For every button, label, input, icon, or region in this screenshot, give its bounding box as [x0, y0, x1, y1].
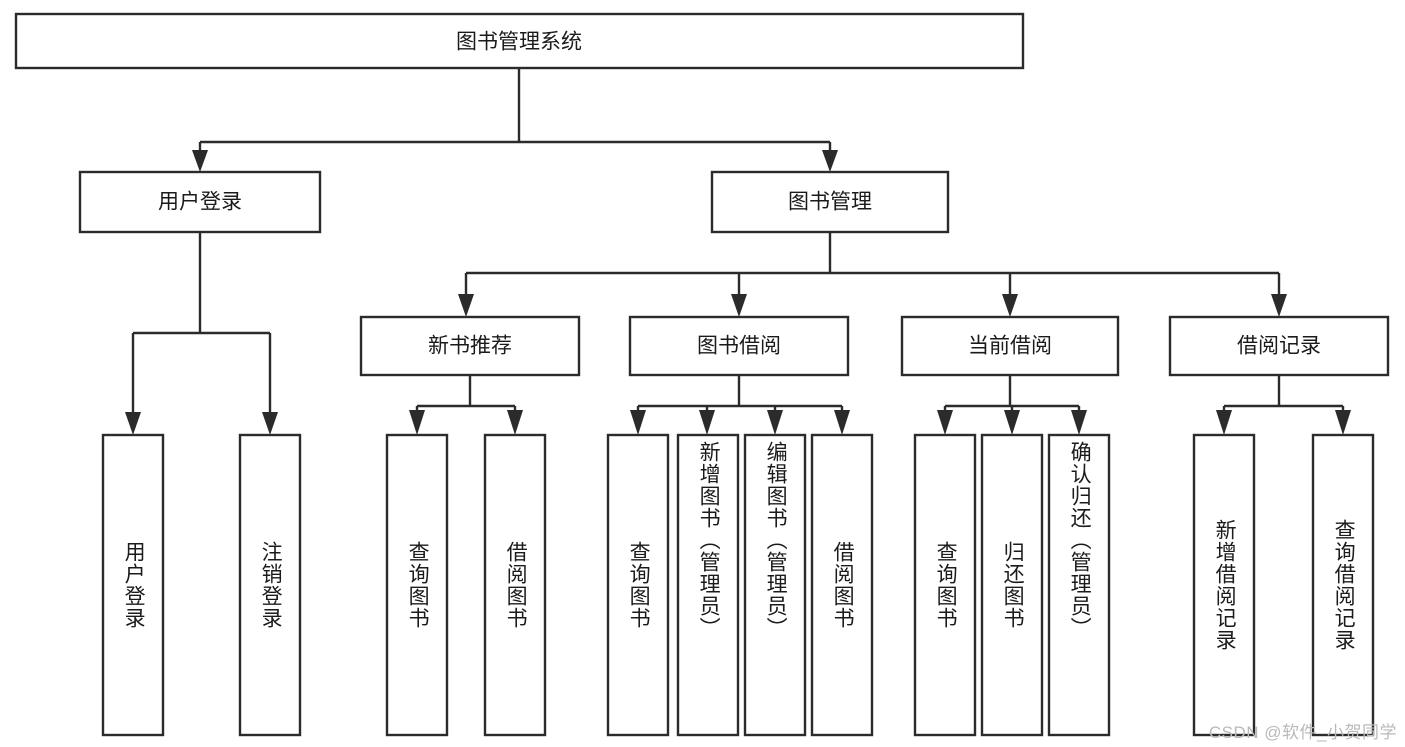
arrow-head-icon: [1004, 410, 1020, 435]
arrow-head-icon: [1071, 410, 1087, 435]
arrow-head-icon: [731, 294, 747, 317]
node-borrow-record[interactable]: 借阅记录: [1168, 315, 1390, 377]
csdn-watermark: CSDN @软件_小贺同学: [1208, 723, 1397, 742]
node-new-book-recommend-label: 新书推荐: [428, 335, 512, 358]
connector-group-book-borrow-to-leaves: [630, 375, 850, 435]
node-root-box[interactable]: [14, 12, 1025, 70]
arrow-head-icon: [125, 412, 141, 435]
leaf-box-add-book-admin[interactable]: [676, 433, 740, 737]
arrow-head-icon: [937, 410, 953, 435]
arrow-head-icon: [834, 410, 850, 435]
arrow-head-icon: [507, 410, 523, 435]
arrow-head-icon: [767, 410, 783, 435]
leaf-box-add-borrow-record[interactable]: [1192, 433, 1256, 737]
node-borrow-record-label: 借阅记录: [1237, 335, 1321, 358]
connector-group-book-manage-to-level3: [458, 232, 1287, 317]
node-book-borrow[interactable]: 图书借阅: [628, 315, 850, 377]
node-borrow-record-box[interactable]: [1168, 315, 1390, 377]
node-root[interactable]: 图书管理系统: [14, 12, 1025, 70]
leaf-box-borrow-book-1[interactable]: [483, 433, 547, 737]
node-book-management-label: 图书管理: [788, 191, 872, 214]
arrow-head-icon: [1002, 294, 1018, 317]
connector-group-user-login-to-leaves: [125, 232, 278, 435]
arrow-head-icon: [1271, 294, 1287, 317]
leaf-box-query-book-1[interactable]: [385, 433, 449, 737]
leaf-box-query-book-3[interactable]: [913, 433, 977, 737]
leaf-box-edit-book-admin[interactable]: [743, 433, 807, 737]
leaf-box-confirm-return-admin[interactable]: [1047, 433, 1111, 737]
leaf-box-query-borrow-record[interactable]: [1311, 433, 1375, 737]
leaf-box-query-book-2[interactable]: [606, 433, 670, 737]
leaf-box-logout-login[interactable]: [238, 433, 302, 737]
node-user-login[interactable]: 用户登录: [78, 170, 322, 234]
arrow-head-icon: [409, 410, 425, 435]
connector-group-current-borrow-to-leaves: [937, 375, 1087, 435]
node-current-borrow-label: 当前借阅: [968, 335, 1052, 358]
leaf-box-borrow-book-2[interactable]: [810, 433, 874, 737]
node-user-login-label: 用户登录: [158, 191, 242, 214]
leaf-box-return-book[interactable]: [980, 433, 1044, 737]
node-book-borrow-box[interactable]: [628, 315, 850, 377]
arrow-head-icon: [630, 410, 646, 435]
arrow-head-icon: [822, 150, 838, 172]
node-book-management-box[interactable]: [710, 170, 950, 234]
arrow-head-icon: [192, 150, 208, 172]
node-current-borrow-box[interactable]: [900, 315, 1120, 377]
node-root-label: 图书管理系统: [456, 31, 582, 54]
node-new-book-recommend[interactable]: 新书推荐: [359, 315, 581, 377]
connector-group-borrow-record-to-leaves: [1216, 375, 1351, 435]
arrow-head-icon: [699, 410, 715, 435]
node-book-management[interactable]: 图书管理: [710, 170, 950, 234]
arrow-head-icon: [262, 412, 278, 435]
node-current-borrow[interactable]: 当前借阅: [900, 315, 1120, 377]
node-new-book-recommend-box[interactable]: [359, 315, 581, 377]
arrow-head-icon: [1335, 410, 1351, 435]
arrow-head-icon: [1216, 410, 1232, 435]
leaf-box-user-login[interactable]: [101, 433, 165, 737]
connector-group-root-to-level2: [192, 68, 838, 172]
node-book-borrow-label: 图书借阅: [697, 335, 781, 358]
leaf-boxes-group: [101, 433, 1375, 737]
arrow-head-icon: [458, 294, 474, 317]
node-user-login-box[interactable]: [78, 170, 322, 234]
connector-group-new-book-to-leaves: [409, 375, 523, 435]
